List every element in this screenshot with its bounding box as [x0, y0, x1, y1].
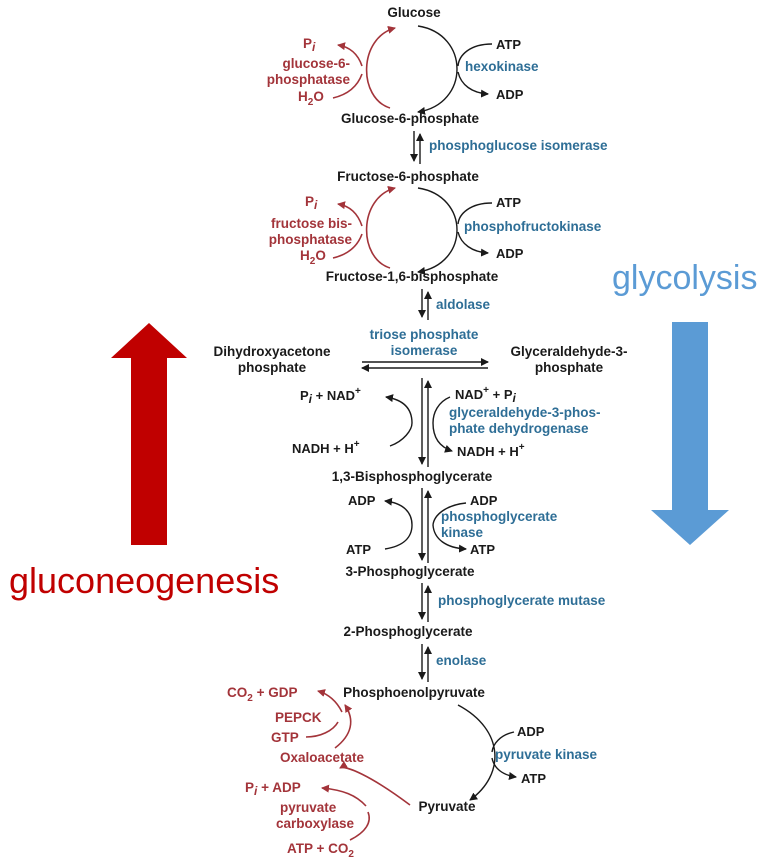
hexokinase-arrow: [417, 25, 458, 115]
metabolite-g6p: Glucose-6-phosphate: [341, 111, 480, 126]
cofactor-gtp: GTP: [271, 730, 299, 745]
cofactor-atp-co2: ATP + CO2: [287, 841, 354, 860]
pk-arrow: [457, 704, 496, 801]
atp-co2-in-curve: [349, 811, 370, 841]
enzyme-g6pase-line1: glucose-6-: [282, 56, 350, 71]
cofactor-adp-left: ADP: [348, 493, 376, 508]
enzyme-tpi-line2: isomerase: [391, 343, 458, 358]
enzyme-enolase: enolase: [436, 653, 487, 668]
gluconeogenesis-label: gluconeogenesis: [9, 560, 279, 601]
pfk-arrow: [417, 187, 458, 275]
cofactor-atp: ATP: [496, 37, 521, 52]
cofactor-h2o-red: H2O: [298, 89, 324, 108]
metabolite-pg3: 3-Phosphoglycerate: [345, 564, 475, 579]
enzyme-pc-line2: carboxylase: [276, 816, 355, 831]
pi-out-curve: [337, 42, 363, 67]
enzyme-pfk: phosphofructokinase: [464, 219, 602, 234]
enzyme-pk: pyruvate kinase: [495, 747, 598, 762]
enzyme-fbpase-line1: fructose bis-: [271, 216, 352, 231]
cofactor-atp-left: ATP: [346, 542, 371, 557]
pi-out-curve-2: [337, 201, 363, 227]
cofactor-nadh-left: NADH + H+: [292, 439, 360, 456]
co2-gdp-out-curve: [317, 689, 343, 713]
nad-out-curve: [385, 394, 413, 424]
atp-in-curve-3: [384, 524, 413, 550]
atp-in-curve: [457, 43, 493, 67]
enzyme-pc-line1: pyruvate: [280, 800, 337, 815]
adp-out-curve-2: [457, 231, 489, 257]
cofactor-pi-adp: Pi + ADP: [245, 780, 301, 798]
pi-adp-out-curve: [321, 784, 367, 807]
metabolite-dhap-line2: phosphate: [238, 360, 307, 375]
metabolite-pg2: 2-Phosphoglycerate: [343, 624, 473, 639]
cofactor-nadh-right: NADH + H+: [457, 442, 525, 459]
cofactor-h2o-red-2: H2O: [300, 248, 326, 267]
enzyme-pgk-line1: phosphoglycerate: [441, 509, 558, 524]
cofactor-adp-4: ADP: [517, 724, 545, 739]
atp-out-curve-4: [491, 757, 517, 780]
metabolite-glucose: Glucose: [387, 5, 441, 20]
glycolysis-label: glycolysis: [612, 259, 757, 297]
metabolite-oxaloacetate: Oxaloacetate: [280, 750, 365, 765]
metabolite-bpg13: 1,3-Bisphosphoglycerate: [332, 469, 493, 484]
gtp-in-curve: [305, 721, 339, 738]
metabolite-g3p-line1: Glyceraldehyde-3-: [510, 344, 627, 359]
enzyme-hexokinase: hexokinase: [465, 59, 539, 74]
cofactor-co2-gdp: CO2 + GDP: [227, 685, 297, 704]
g6pase-arrow: [365, 25, 396, 109]
metabolite-pep: Phosphoenolpyruvate: [343, 685, 485, 700]
cofactor-adp-2: ADP: [496, 246, 524, 261]
gluconeogenesis-direction-arrow: [111, 323, 187, 545]
enzyme-tpi-line1: triose phosphate: [370, 327, 479, 342]
metabolite-g3p-line2: phosphate: [535, 360, 604, 375]
metabolite-f16bp: Fructose-1,6-bisphosphate: [326, 269, 499, 284]
pc-arrow: [339, 760, 411, 806]
cofactor-nad-pi: NAD+ + Pi: [455, 385, 517, 405]
adp-out-curve-3: [384, 497, 413, 526]
cofactor-adp-3: ADP: [470, 493, 498, 508]
nadh-in-curve: [389, 422, 413, 447]
enzyme-gapdh-line2: phate dehydrogenase: [449, 421, 589, 436]
cofactor-adp: ADP: [496, 87, 524, 102]
nadh-out-curve: [432, 422, 453, 453]
adp-out-curve: [457, 71, 489, 98]
enzyme-fbpase-line2: phosphatase: [269, 232, 353, 247]
metabolite-dhap-line1: Dihydroxyacetone: [213, 344, 331, 359]
pepck-arrow: [334, 704, 353, 749]
metabolite-f6p: Fructose-6-phosphate: [337, 169, 479, 184]
atp-out-curve: [432, 524, 467, 553]
cofactor-pi-red: Pi: [303, 36, 316, 54]
enzyme-pgk-line2: kinase: [441, 525, 484, 540]
enzyme-pgi: phosphoglucose isomerase: [429, 138, 608, 153]
h2o-in-curve: [332, 73, 363, 99]
enzyme-pepck: PEPCK: [275, 710, 322, 725]
enzyme-gapdh-line1: glyceraldehyde-3-phos-: [449, 405, 601, 420]
cofactor-atp-3: ATP: [470, 542, 495, 557]
cofactor-atp-2: ATP: [496, 195, 521, 210]
cofactor-atp-4: ATP: [521, 771, 546, 786]
cofactor-pi-nad-left: Pi + NAD+: [300, 386, 361, 406]
adp-in-curve: [432, 502, 467, 526]
nad-in-curve: [432, 396, 451, 424]
adp-in-curve-4: [491, 731, 515, 753]
glycolysis-direction-arrow: [651, 322, 729, 545]
cofactor-pi-red-2: Pi: [305, 194, 318, 212]
enzyme-pgm: phosphoglycerate mutase: [438, 593, 606, 608]
h2o-in-curve-2: [332, 233, 363, 259]
metabolite-pyruvate: Pyruvate: [418, 799, 476, 814]
enzyme-aldolase: aldolase: [436, 297, 491, 312]
fbpase-arrow: [365, 185, 396, 269]
enzyme-g6pase-line2: phosphatase: [267, 72, 351, 87]
atp-in-curve-2: [457, 202, 493, 225]
